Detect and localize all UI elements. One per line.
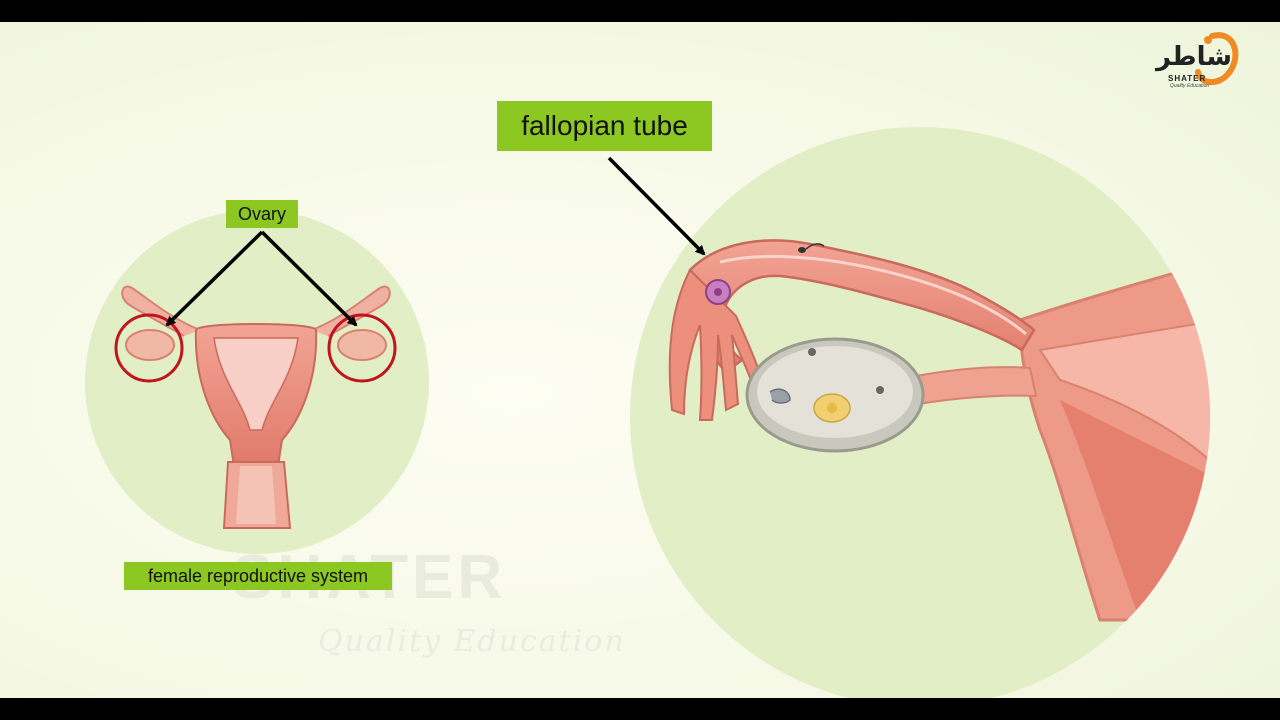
sperm-head	[798, 247, 806, 253]
bottom-letterbox-bar	[0, 698, 1280, 720]
watermark-tagline: Quality Education	[318, 624, 626, 659]
left-ovary-highlight	[114, 313, 184, 383]
logo-mark	[1195, 32, 1239, 85]
female-reproductive-system-label: female reproductive system	[124, 562, 392, 590]
uterus-illustration	[121, 285, 391, 529]
shater-logo: شاطر SHATER Quality Education	[1156, 30, 1240, 94]
top-letterbox-bar	[0, 0, 1280, 22]
left-ovary	[125, 329, 175, 361]
right-ovary	[337, 329, 387, 361]
right-ovary-highlight	[327, 313, 397, 383]
ovary-label: Ovary	[226, 200, 298, 228]
logo-tagline: Quality Education	[1170, 83, 1210, 89]
logo-english-text: SHATER	[1168, 74, 1207, 83]
fallopian-tube-arrow	[607, 156, 706, 256]
fallopian-tube-label: fallopian tube	[497, 101, 712, 151]
fallopian-tube-illustration	[668, 239, 1210, 622]
ovary-arrow-right	[260, 230, 358, 327]
logo-arabic-text: شاطر	[1156, 42, 1232, 72]
ovary-arrow-left	[165, 230, 264, 327]
